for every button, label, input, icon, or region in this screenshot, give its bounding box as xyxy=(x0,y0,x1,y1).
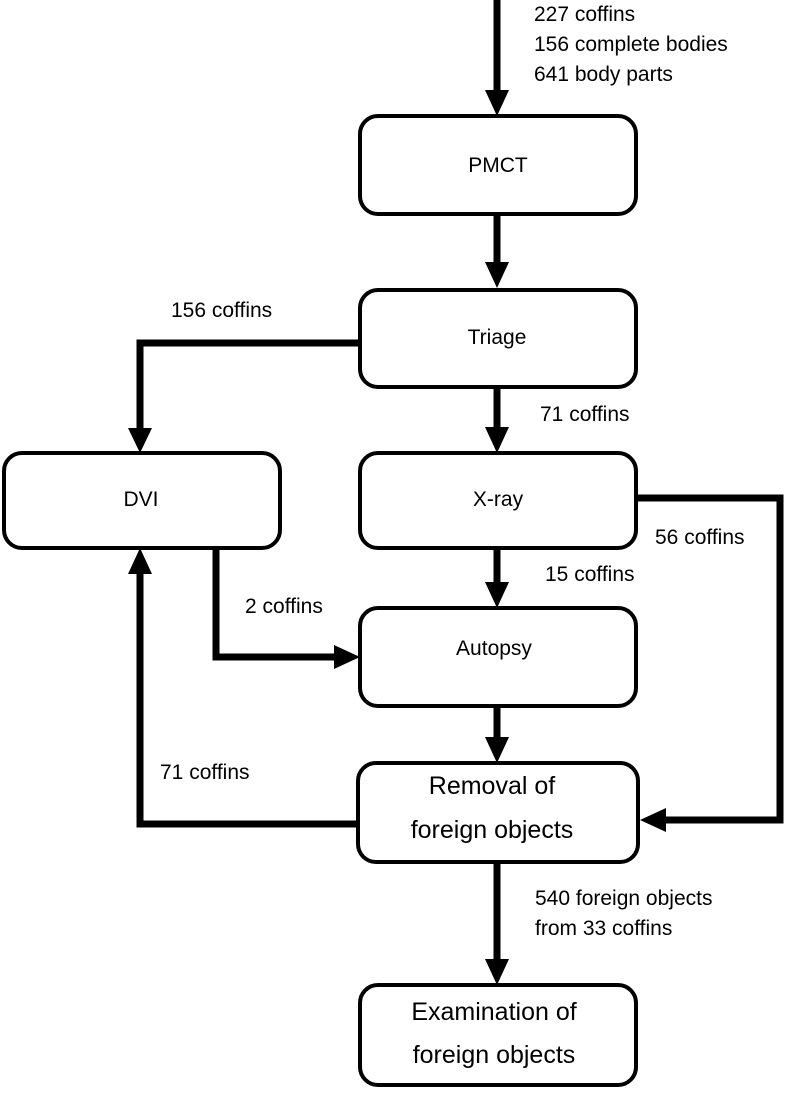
arrowhead-autopsy-to-removal xyxy=(485,737,509,763)
node-removal-label-line2: foreign objects xyxy=(411,816,574,844)
arrowhead-pmct-to-triage xyxy=(485,262,509,288)
label-input-bodies: 156 complete bodies xyxy=(534,33,728,56)
node-examination: Examination of foreign objects xyxy=(358,983,638,1087)
node-removal: Removal of foreign objects xyxy=(356,761,640,864)
node-pmct-label: PMCT xyxy=(468,154,528,177)
node-xray: X-ray xyxy=(358,451,638,550)
arrowhead-dvi-to-autopsy xyxy=(334,645,360,669)
arrowhead-triage-to-dvi xyxy=(128,428,152,453)
arrowhead-xray-to-autopsy xyxy=(485,582,509,608)
label-removal-to-dvi: 71 coffins xyxy=(160,761,250,784)
arrowhead-xray-to-removal xyxy=(640,808,666,832)
label-dvi-to-autopsy: 2 coffins xyxy=(245,595,323,618)
label-xray-to-removal: 56 coffins xyxy=(655,526,745,549)
arrowhead-removal-to-examination xyxy=(485,959,509,985)
label-triage-to-xray: 71 coffins xyxy=(540,403,630,426)
node-pmct: PMCT xyxy=(358,114,638,216)
node-xray-label: X-ray xyxy=(473,488,524,511)
label-xray-to-autopsy: 15 coffins xyxy=(545,563,635,586)
label-input-coffins: 227 coffins xyxy=(534,3,635,26)
node-autopsy: Autopsy xyxy=(358,606,638,708)
node-autopsy-label: Autopsy xyxy=(456,637,532,660)
label-removal-to-exam-line1: 540 foreign objects xyxy=(535,887,712,910)
node-dvi: DVI xyxy=(2,451,282,550)
node-triage: Triage xyxy=(358,288,638,389)
node-examination-label-line1: Examination of xyxy=(411,998,576,1026)
node-dvi-label: DVI xyxy=(123,488,158,511)
arrowhead-triage-to-xray xyxy=(485,427,509,453)
edge-xray-to-removal xyxy=(636,494,784,824)
label-removal-to-exam-line2: from 33 coffins xyxy=(535,917,672,940)
node-examination-label-line2: foreign objects xyxy=(413,1041,576,1069)
label-triage-to-dvi: 156 coffins xyxy=(171,299,272,322)
node-triage-label: Triage xyxy=(468,326,527,349)
arrowhead-removal-to-dvi xyxy=(128,548,152,574)
arrowhead-input-to-pmct xyxy=(485,90,509,116)
node-removal-label-line1: Removal of xyxy=(429,772,555,800)
edge-removal-to-dvi xyxy=(136,570,358,828)
edge-dvi-to-autopsy xyxy=(212,548,338,661)
edge-triage-to-dvi xyxy=(136,339,360,432)
label-input-parts: 641 body parts xyxy=(534,63,673,86)
